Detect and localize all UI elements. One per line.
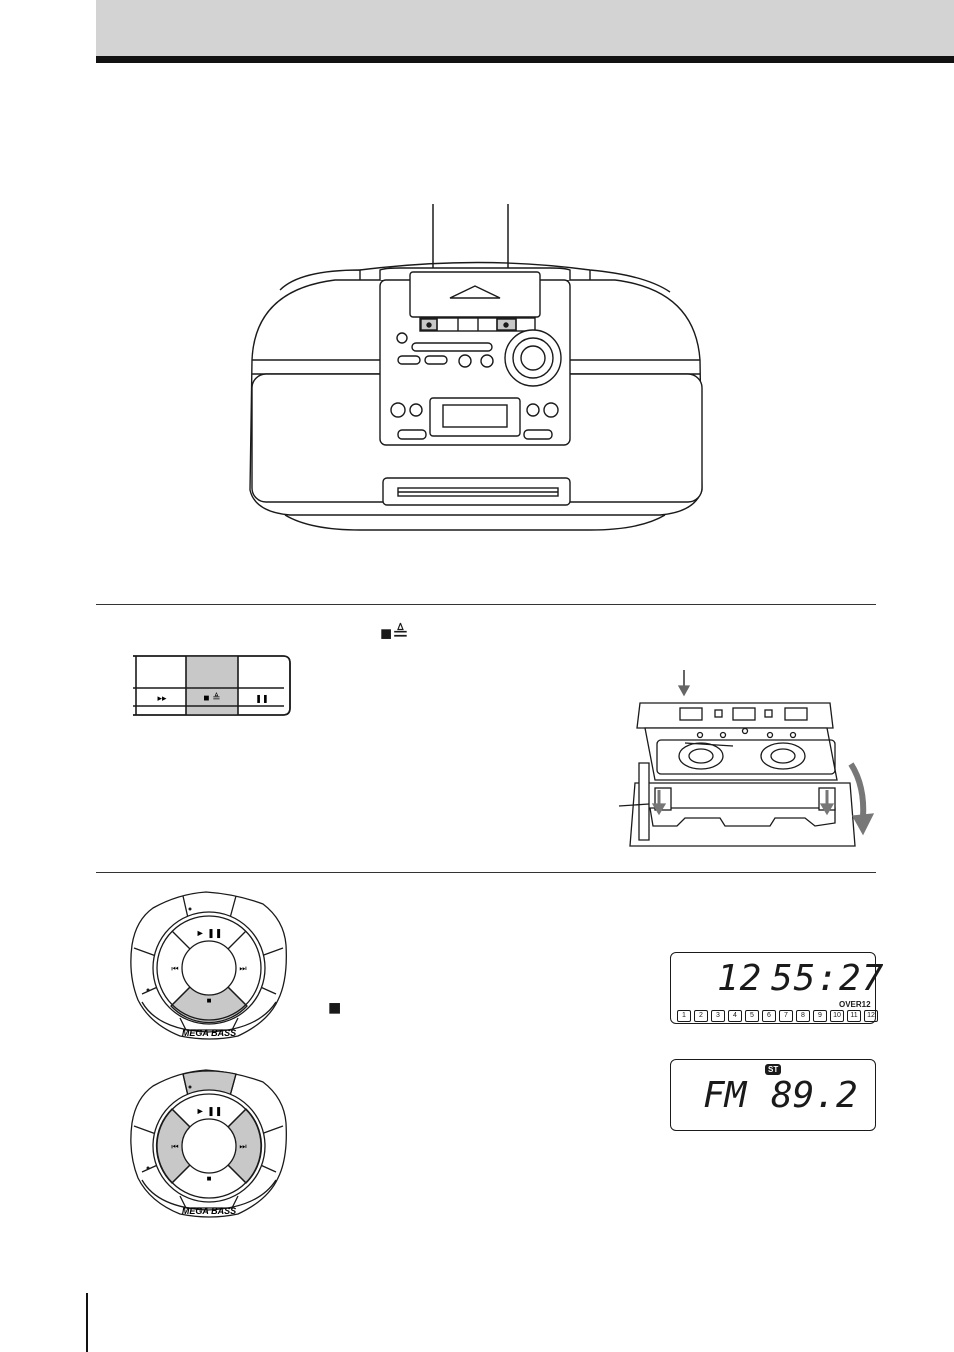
dial-stop: ■	[207, 1174, 212, 1183]
track-box: 1	[677, 1010, 691, 1022]
track-box: 4	[728, 1010, 742, 1022]
track-box: 3	[711, 1010, 725, 1022]
stop-symbol: ■	[328, 995, 342, 1020]
dial-prev: ⏮	[171, 1142, 178, 1151]
lcd-over-label: OVER12	[839, 1000, 871, 1009]
dial-brand: MEGA BASS	[182, 1028, 236, 1038]
lcd-track-number: 12	[717, 958, 763, 999]
track-box: 11	[847, 1010, 861, 1022]
track-box: 6	[762, 1010, 776, 1022]
track-box: 9	[813, 1010, 827, 1022]
boombox-illustration	[249, 204, 703, 531]
pause-label: ❚❚	[255, 694, 268, 703]
lcd-band: FM	[703, 1075, 747, 1116]
lcd-track-boxes: 1 2 3 4 5 6 7 8 9 10 11 12	[677, 1010, 878, 1022]
track-box: 2	[694, 1010, 708, 1022]
section-divider	[96, 604, 876, 605]
margin-rule	[86, 1293, 88, 1352]
dial-next: ⏭	[239, 964, 246, 973]
dial-next: ⏭	[239, 1142, 246, 1151]
section-divider	[96, 872, 876, 873]
cassette-door-illustration	[618, 670, 875, 847]
lcd-time: 55:27	[771, 958, 885, 999]
dial-play-pause: ► ❚❚	[196, 1106, 223, 1117]
track-box: 5	[745, 1010, 759, 1022]
dial-prev: ⏮	[171, 964, 178, 973]
control-dial-radio: ► ❚❚ ⏮ ⏭ ■ MEGA BASS	[130, 1069, 287, 1218]
header-band	[96, 0, 954, 56]
stop-eject-symbol: ■≜	[380, 623, 409, 645]
lcd-frequency: 89.2	[771, 1075, 858, 1116]
track-box: 8	[796, 1010, 810, 1022]
track-box: 10	[830, 1010, 844, 1022]
radio-lcd-display: ST FM 89.2	[670, 1059, 876, 1131]
stereo-badge: ST	[765, 1064, 782, 1075]
track-box: 7	[779, 1010, 793, 1022]
dial-play-pause: ► ❚❚	[196, 928, 223, 939]
deck-button-strip: ▸▸ ■ ≜ ❚❚	[133, 655, 291, 716]
dial-stop: ■	[207, 996, 212, 1005]
track-box: 12	[864, 1010, 878, 1022]
header-rule	[96, 56, 954, 63]
ff-label: ▸▸	[157, 693, 167, 703]
control-dial-cd: ► ❚❚ ⏮ ⏭ ■ MEGA BASS	[130, 891, 287, 1040]
dial-brand: MEGA BASS	[182, 1206, 236, 1216]
cd-lcd-display: 12 55:27 OVER12 1 2 3 4 5 6 7 8 9 10 11 …	[670, 952, 883, 1024]
stop-eject-label: ■ ≜	[203, 692, 220, 704]
